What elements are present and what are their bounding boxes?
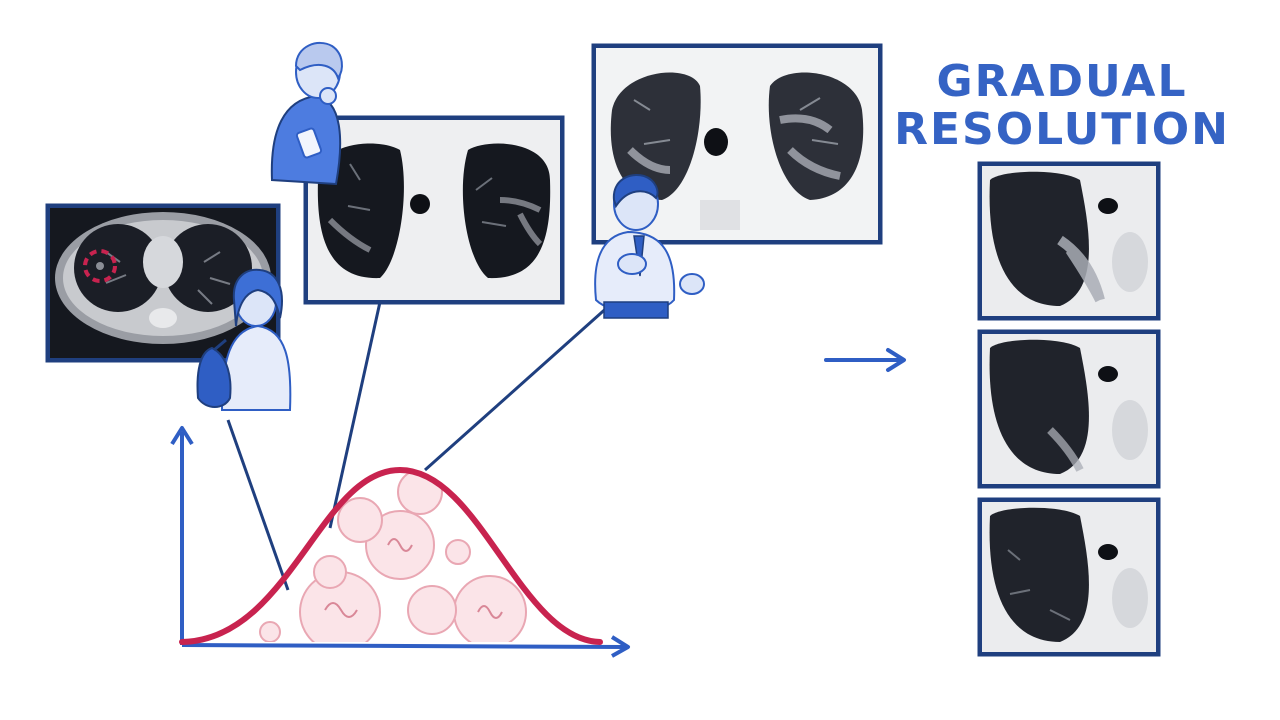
connector-peak bbox=[424, 303, 611, 472]
cell-medium bbox=[313, 555, 347, 589]
cell-small bbox=[445, 539, 471, 565]
cell-medium bbox=[407, 585, 457, 635]
connector-early bbox=[226, 419, 290, 591]
ct-scan-progression bbox=[303, 115, 565, 305]
nodule-highlight bbox=[83, 249, 117, 283]
resolution-scan-3 bbox=[977, 497, 1161, 657]
cell-medium bbox=[337, 497, 383, 543]
resolution-scan-2 bbox=[977, 329, 1161, 489]
pathogen-cells bbox=[259, 470, 527, 642]
worried-man-figure bbox=[270, 41, 343, 186]
bell-curve bbox=[179, 466, 603, 645]
heading-line-1: GRADUAL bbox=[936, 56, 1187, 107]
cell-small bbox=[259, 621, 281, 642]
woman-with-bag-figure bbox=[196, 268, 292, 411]
connector-progression bbox=[328, 301, 382, 529]
x-axis bbox=[181, 643, 626, 649]
heading-line-2: RESOLUTION bbox=[894, 104, 1230, 155]
stage-connector-lines bbox=[226, 301, 611, 591]
ct-scan-early bbox=[45, 203, 281, 363]
y-axis-arrowhead bbox=[170, 426, 194, 446]
coughing-man-figure bbox=[594, 174, 705, 319]
x-axis-arrowhead bbox=[610, 635, 630, 658]
progression-arrow bbox=[824, 348, 906, 372]
resolution-scan-1 bbox=[977, 161, 1161, 321]
infection-graph bbox=[170, 426, 630, 658]
